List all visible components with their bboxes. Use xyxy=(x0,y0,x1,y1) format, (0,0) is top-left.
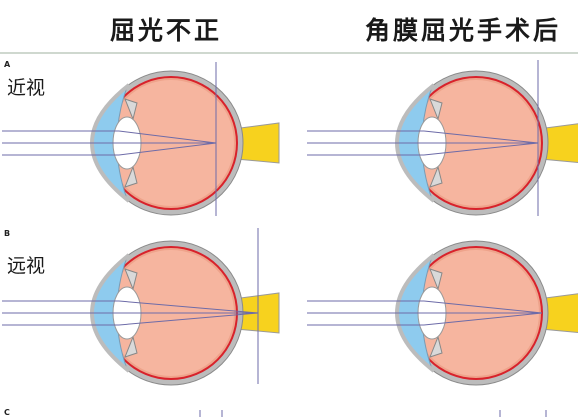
iris-upper xyxy=(429,98,443,121)
panel-letter-a: A xyxy=(4,60,11,69)
light-ray-refracted xyxy=(423,130,539,144)
light-ray-refracted xyxy=(118,130,217,144)
iris-lower xyxy=(124,165,138,188)
iris-lower xyxy=(429,335,443,358)
title-after-corneal-surgery: 角膜屈光手术后 xyxy=(365,16,562,45)
panel-letter-b: B xyxy=(4,229,11,238)
eye-myopia-refractive-error xyxy=(2,62,280,216)
iris-upper xyxy=(124,268,138,291)
light-ray-refracted xyxy=(423,142,539,156)
title-refractive-error: 屈光不正 xyxy=(110,16,223,45)
iris-upper xyxy=(124,98,138,121)
eye-hyperopia-after-surgery xyxy=(307,240,578,386)
light-ray-refracted xyxy=(118,312,259,326)
panel-letter-c: C xyxy=(4,408,10,417)
row-label-hyperopia: 远视 xyxy=(7,255,46,277)
row-label-myopia: 近视 xyxy=(7,77,46,99)
light-ray-refracted xyxy=(423,312,543,326)
light-ray-refracted xyxy=(423,300,543,314)
eye-hyperopia-refractive-error xyxy=(2,228,280,386)
eye-myopia-after-surgery xyxy=(307,60,578,216)
title-divider xyxy=(0,52,578,54)
iris-lower xyxy=(124,335,138,358)
light-ray-refracted xyxy=(118,142,217,156)
panel-c-partial-lines xyxy=(199,410,547,417)
iris-lower xyxy=(429,165,443,188)
light-ray-refracted xyxy=(118,300,259,314)
iris-upper xyxy=(429,268,443,291)
